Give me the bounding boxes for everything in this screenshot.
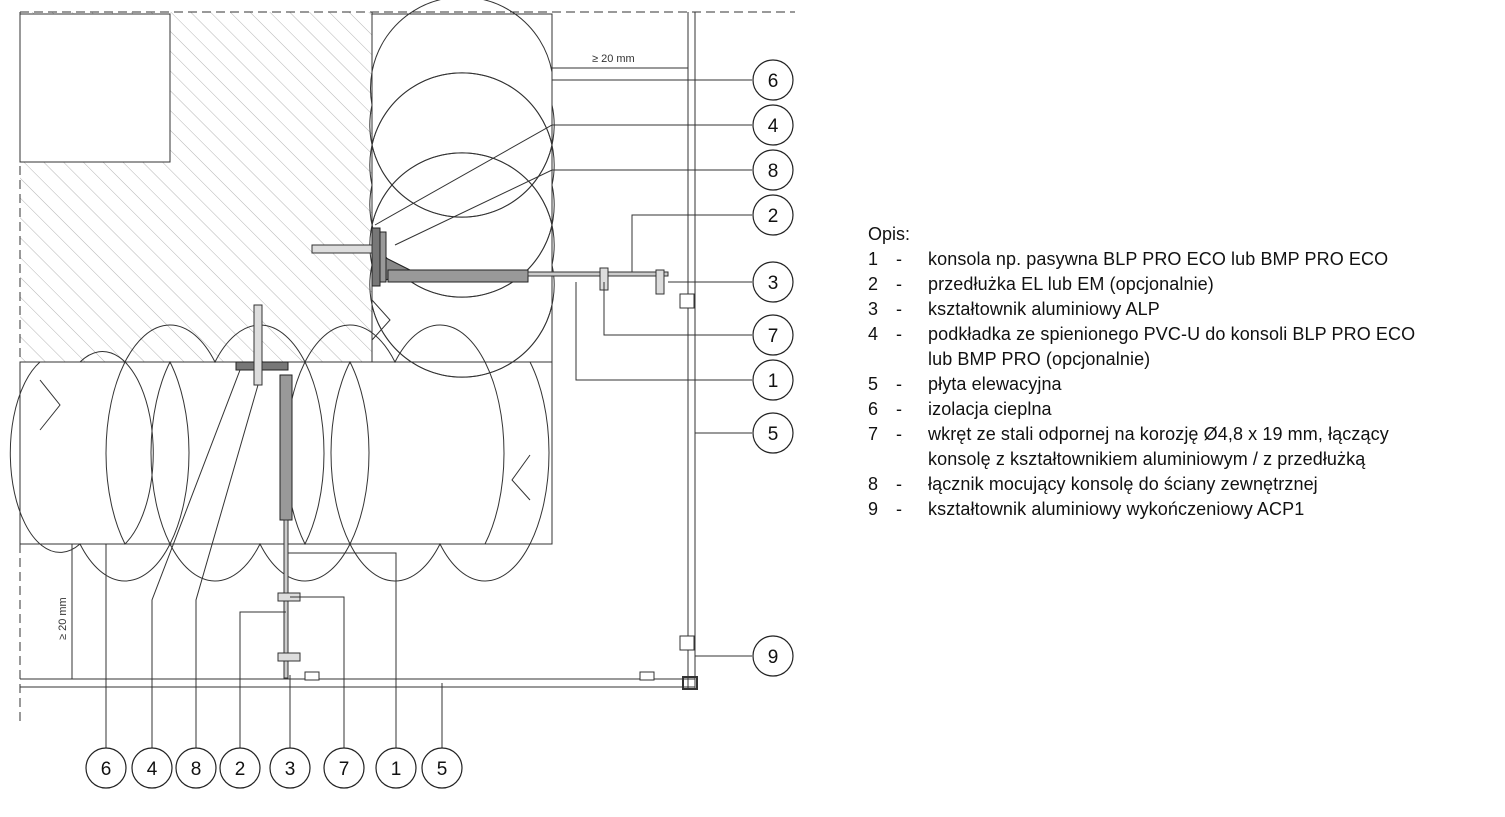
legend-item-number: 2 [868,274,879,294]
facade-panel-horizontal [20,676,698,690]
masonry-wall [19,11,795,725]
callout-bottom-1-label: 1 [391,759,402,780]
legend-item-dash: - [896,299,902,319]
legend-item: 7 - wkręt ze stali odpornej na korozję Ø… [868,422,1498,472]
callout-bottom-6 [85,747,127,789]
callout-right-8-label: 8 [768,161,779,182]
legend-item-dash: - [896,374,902,394]
callout-right-5 [752,412,794,454]
callout-right-2 [752,194,794,236]
console-bracket-upper [311,227,695,309]
legend-item-dash: - [896,474,902,494]
callout-bottom-5 [421,747,463,789]
legend-item: 8 - łącznik mocujący konsolę do ściany z… [868,472,1498,497]
legend-item-dash: - [896,424,902,444]
console-bracket-lower [235,304,695,681]
callout-bottom-4 [131,747,173,789]
legend-item-text: izolacja cieplna [928,399,1052,419]
callout-right-3 [752,261,794,303]
legend-item-dash: - [896,249,902,269]
legend-item-number: 3 [868,299,879,319]
callout-bottom-1 [375,747,417,789]
callout-bottom-8 [175,747,217,789]
legend-item-text: przedłużka EL lub EM (opcjonalnie) [928,274,1214,294]
legend-item-number: 9 [868,499,879,519]
legend-item-text: podkładka ze spienionego PVC-U do konsol… [928,324,1416,369]
insulation-vertical [369,0,555,378]
callout-bottom-8-label: 8 [191,759,202,780]
legend-item-number: 1 [868,249,879,269]
callouts-bottom: 6 4 8 2 3 7 1 5 [85,747,463,789]
legend-item-text: łącznik mocujący konsolę do ściany zewnę… [928,474,1318,494]
legend-item-number: 8 [868,474,879,494]
callout-right-5-label: 5 [768,424,779,445]
callout-right-6 [752,59,794,101]
callout-bottom-2 [219,747,261,789]
legend-item-text: kształtownik aluminiowy wykończeniowy AC… [928,499,1305,519]
legend-item-dash: - [896,274,902,294]
callout-right-1 [752,359,794,401]
callout-right-8 [752,149,794,191]
dimension-top-label: ≥ 20 mm [592,53,635,65]
legend-item-number: 6 [868,399,879,419]
legend-item-number: 7 [868,424,879,444]
callout-right-4 [752,104,794,146]
legend-item-dash: - [896,399,902,419]
legend-item: 2 - przedłużka EL lub EM (opcjonalnie) [868,272,1498,297]
dimension-top [551,64,689,72]
callout-right-9 [752,635,794,677]
callout-right-7-label: 7 [768,326,779,347]
legend-item-text: konsola np. pasywna BLP PRO ECO lub BMP … [928,249,1389,269]
callout-bottom-7 [323,747,365,789]
callout-bottom-2-label: 2 [235,759,246,780]
leader-lines-right [374,79,752,657]
callout-right-6-label: 6 [768,71,779,92]
legend-item-text: wkręt ze stali odpornej na korozję Ø4,8 … [928,424,1389,469]
callout-right-7 [752,314,794,356]
legend-item: 3 - kształtownik aluminiowy ALP [868,297,1498,322]
callout-bottom-4-label: 4 [147,759,158,780]
callout-right-2-label: 2 [768,206,779,227]
legend-item-dash: - [896,499,902,519]
legend-item-number: 4 [868,324,879,344]
facade-panel-vertical [687,12,696,690]
callouts-right: 6 4 8 2 3 7 1 5 9 [752,59,794,677]
callout-bottom-3 [269,747,311,789]
legend-title: Opis: [868,224,911,244]
legend-item: 9 - kształtownik aluminiowy wykończeniow… [868,497,1498,522]
legend: Opis: 1 - konsola np. pasywna BLP PRO EC… [868,222,1498,522]
legend-item-text: kształtownik aluminiowy ALP [928,299,1160,319]
dimension-bottom [68,543,76,680]
dimension-bottom-label: ≥ 20 mm [57,597,69,640]
legend-item-number: 5 [868,374,879,394]
callout-right-3-label: 3 [768,273,779,294]
callout-bottom-7-label: 7 [339,759,350,780]
callout-right-9-label: 9 [768,647,779,668]
legend-item: 1 - konsola np. pasywna BLP PRO ECO lub … [868,247,1498,272]
leader-lines-bottom [105,369,443,748]
legend-item: 5 - płyta elewacyjna [868,372,1498,397]
legend-item: 6 - izolacja cieplna [868,397,1498,422]
callout-bottom-3-label: 3 [285,759,296,780]
callout-bottom-5-label: 5 [437,759,448,780]
legend-item-text: płyta elewacyjna [928,374,1062,394]
callout-bottom-6-label: 6 [101,759,112,780]
legend-item: 4 - podkładka ze spienionego PVC-U do ko… [868,322,1498,372]
callout-right-1-label: 1 [768,371,779,392]
callout-right-4-label: 4 [768,116,779,137]
legend-item-dash: - [896,324,902,344]
